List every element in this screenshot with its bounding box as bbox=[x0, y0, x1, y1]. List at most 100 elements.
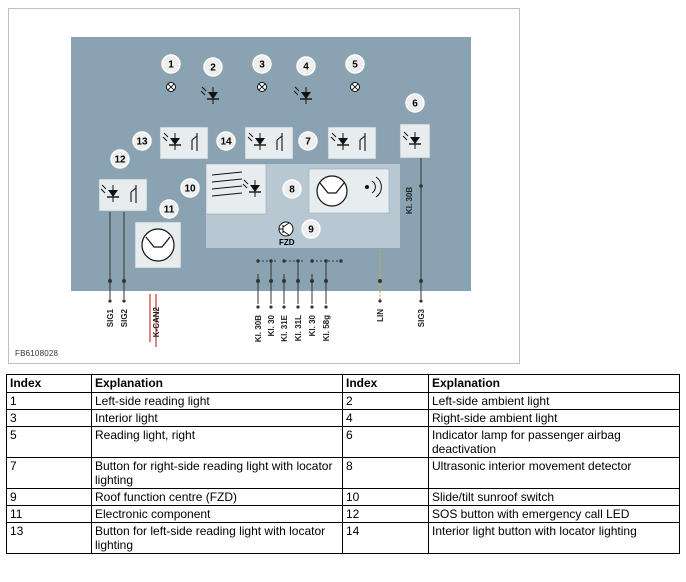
kl30b-junction bbox=[419, 184, 423, 188]
index-cell: 11 bbox=[6, 505, 92, 523]
index-cell: 9 bbox=[6, 488, 92, 506]
index-cell: 3 bbox=[6, 409, 92, 427]
pin-label: Kl. 30 bbox=[308, 314, 317, 336]
component-badge-2: 2 bbox=[203, 57, 223, 77]
component-badge-11: 11 bbox=[159, 199, 179, 219]
junction-dots bbox=[256, 259, 343, 263]
explanation-cell: Right-side ambient light bbox=[428, 409, 680, 427]
pin-label: SIG3 bbox=[417, 308, 426, 327]
component-badge-label: 12 bbox=[114, 155, 126, 166]
component-badge-label: 2 bbox=[210, 63, 216, 74]
index-cell: 2 bbox=[342, 392, 429, 410]
index-cell: 1 bbox=[6, 392, 92, 410]
component-badge-label: 8 bbox=[289, 185, 295, 196]
explanation-cell: Interior light bbox=[91, 409, 343, 427]
explanation-cell: Indicator lamp for passenger airbag deac… bbox=[428, 426, 680, 458]
pin-labels: SIG1 SIG2 K-CAN2 Kl. 30B Kl. 30 Kl. 31E Kl. 31… bbox=[106, 306, 426, 342]
component-badge-label: 4 bbox=[303, 62, 309, 73]
component-badge-10: 10 bbox=[180, 178, 200, 198]
header-explanation-2: Explanation bbox=[428, 374, 680, 393]
index-cell: 7 bbox=[6, 457, 92, 489]
explanation-cell: Left-side reading light bbox=[91, 392, 343, 410]
component-badge-12: 12 bbox=[110, 149, 130, 169]
component-7-symbol bbox=[327, 126, 377, 160]
explanation-cell: Interior light button with locator light… bbox=[428, 522, 680, 554]
component-badge-6: 6 bbox=[405, 93, 425, 113]
explanation-cell: Slide/tilt sunroof switch bbox=[428, 488, 680, 506]
explanation-cell: Button for left-side reading light with … bbox=[91, 522, 343, 554]
connector-pins bbox=[108, 279, 423, 309]
header-index-2: Index bbox=[342, 374, 429, 393]
header-explanation-1: Explanation bbox=[91, 374, 343, 393]
wiring-diagram: FZD bbox=[71, 37, 471, 347]
component-badge-5: 5 bbox=[345, 54, 365, 74]
explanation-cell: Roof function centre (FZD) bbox=[91, 488, 343, 506]
component-badge-label: 1 bbox=[168, 60, 174, 71]
component-badge-13: 13 bbox=[132, 131, 152, 151]
index-cell: 5 bbox=[6, 426, 92, 458]
pin-label: Kl. 58g bbox=[322, 315, 331, 341]
pin-label: SIG2 bbox=[120, 308, 129, 327]
pin-label: Kl. 31L bbox=[294, 315, 303, 341]
component-10-symbol bbox=[205, 163, 267, 215]
wiring-diagram-figure: FZD bbox=[8, 8, 520, 364]
pin-label: Kl. 30 bbox=[267, 314, 276, 336]
header-index-1: Index bbox=[6, 374, 92, 393]
pin-label: Kl. 31E bbox=[280, 314, 289, 341]
index-cell: 10 bbox=[342, 488, 429, 506]
index-cell: 13 bbox=[6, 522, 92, 554]
pin-label: LIN bbox=[376, 309, 385, 322]
component-badge-label: 14 bbox=[220, 137, 232, 148]
explanation-cell: Left-side ambient light bbox=[428, 392, 680, 410]
table-header-row: Index Explanation Index Explanation bbox=[6, 374, 680, 393]
index-cell: 8 bbox=[342, 457, 429, 489]
index-cell: 6 bbox=[342, 426, 429, 458]
explanation-cell: Electronic component bbox=[91, 505, 343, 523]
explanation-cell: Reading light, right bbox=[91, 426, 343, 458]
component-5-symbol bbox=[350, 82, 360, 92]
component-3-symbol bbox=[257, 82, 267, 92]
component-8-symbol bbox=[308, 168, 390, 214]
component-11-symbol bbox=[134, 221, 182, 269]
component-badge-label: 7 bbox=[305, 137, 311, 148]
figure-code: FB6108028 bbox=[15, 349, 59, 358]
explanation-cell: Button for right-side reading light with… bbox=[91, 457, 343, 489]
pin-label: SIG1 bbox=[106, 308, 115, 327]
index-cell: 14 bbox=[342, 522, 429, 554]
explanation-cell: Ultrasonic interior movement detector bbox=[428, 457, 680, 489]
component-1-symbol bbox=[166, 82, 176, 92]
kl30b-internal-label: Kl. 30B bbox=[405, 187, 414, 214]
component-badge-label: 13 bbox=[136, 137, 148, 148]
component-badge-label: 11 bbox=[164, 205, 175, 216]
component-badge-4: 4 bbox=[296, 56, 316, 76]
component-badge-1: 1 bbox=[161, 54, 181, 74]
pin-label: K-CAN2 bbox=[152, 306, 161, 337]
component-badge-label: 9 bbox=[308, 225, 314, 236]
component-badge-label: 5 bbox=[352, 60, 358, 71]
index-cell: 4 bbox=[342, 409, 429, 427]
fzd-label: FZD bbox=[279, 238, 295, 247]
component-13-symbol bbox=[159, 126, 209, 160]
pin-label: Kl. 30B bbox=[254, 315, 263, 342]
component-badge-label: 6 bbox=[412, 99, 418, 110]
component-badge-7: 7 bbox=[298, 131, 318, 151]
component-badge-14: 14 bbox=[216, 131, 236, 151]
index-cell: 12 bbox=[342, 505, 429, 523]
component-badge-9: 9 bbox=[301, 219, 321, 239]
component-badge-label: 10 bbox=[184, 184, 196, 195]
component-badge-8: 8 bbox=[282, 179, 302, 199]
component-badge-3: 3 bbox=[252, 54, 272, 74]
component-9-symbol bbox=[278, 221, 294, 237]
component-badge-label: 3 bbox=[259, 60, 265, 71]
component-6-symbol bbox=[399, 123, 431, 159]
